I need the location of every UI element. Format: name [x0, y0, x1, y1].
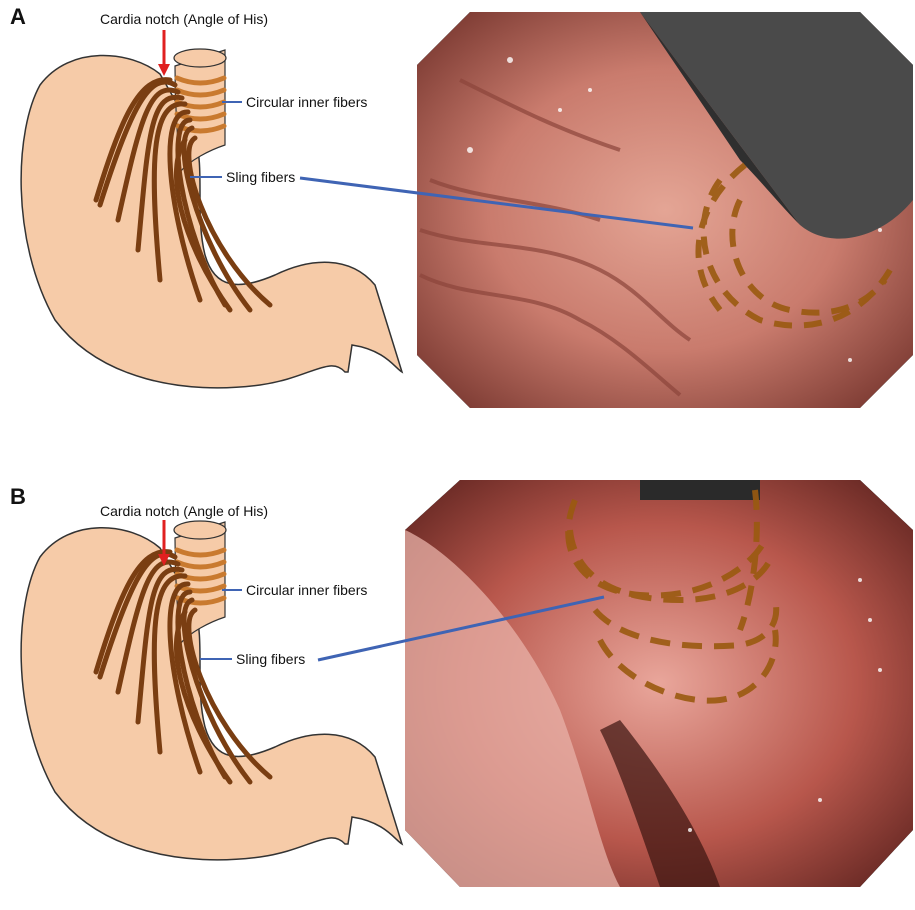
circular-fibers-label: Circular inner fibers [246, 582, 367, 598]
sling-fibers-label: Sling fibers [226, 169, 295, 185]
stomach-diagram: Cardia notch (Angle of His) Circular inn… [0, 470, 915, 887]
panel-a: A [0, 0, 915, 440]
endoscopic-photo-b [405, 480, 913, 887]
panel-b: B [0, 470, 915, 910]
circular-fibers-label: Circular inner fibers [246, 94, 367, 110]
sling-fibers-label: Sling fibers [236, 651, 305, 667]
endoscopic-photo-a [417, 12, 913, 408]
cardia-notch-label: Cardia notch (Angle of His) [100, 11, 268, 27]
cardia-notch-label: Cardia notch (Angle of His) [100, 503, 268, 519]
stomach-diagram: Cardia notch (Angle of His) Circular inn… [0, 0, 915, 440]
